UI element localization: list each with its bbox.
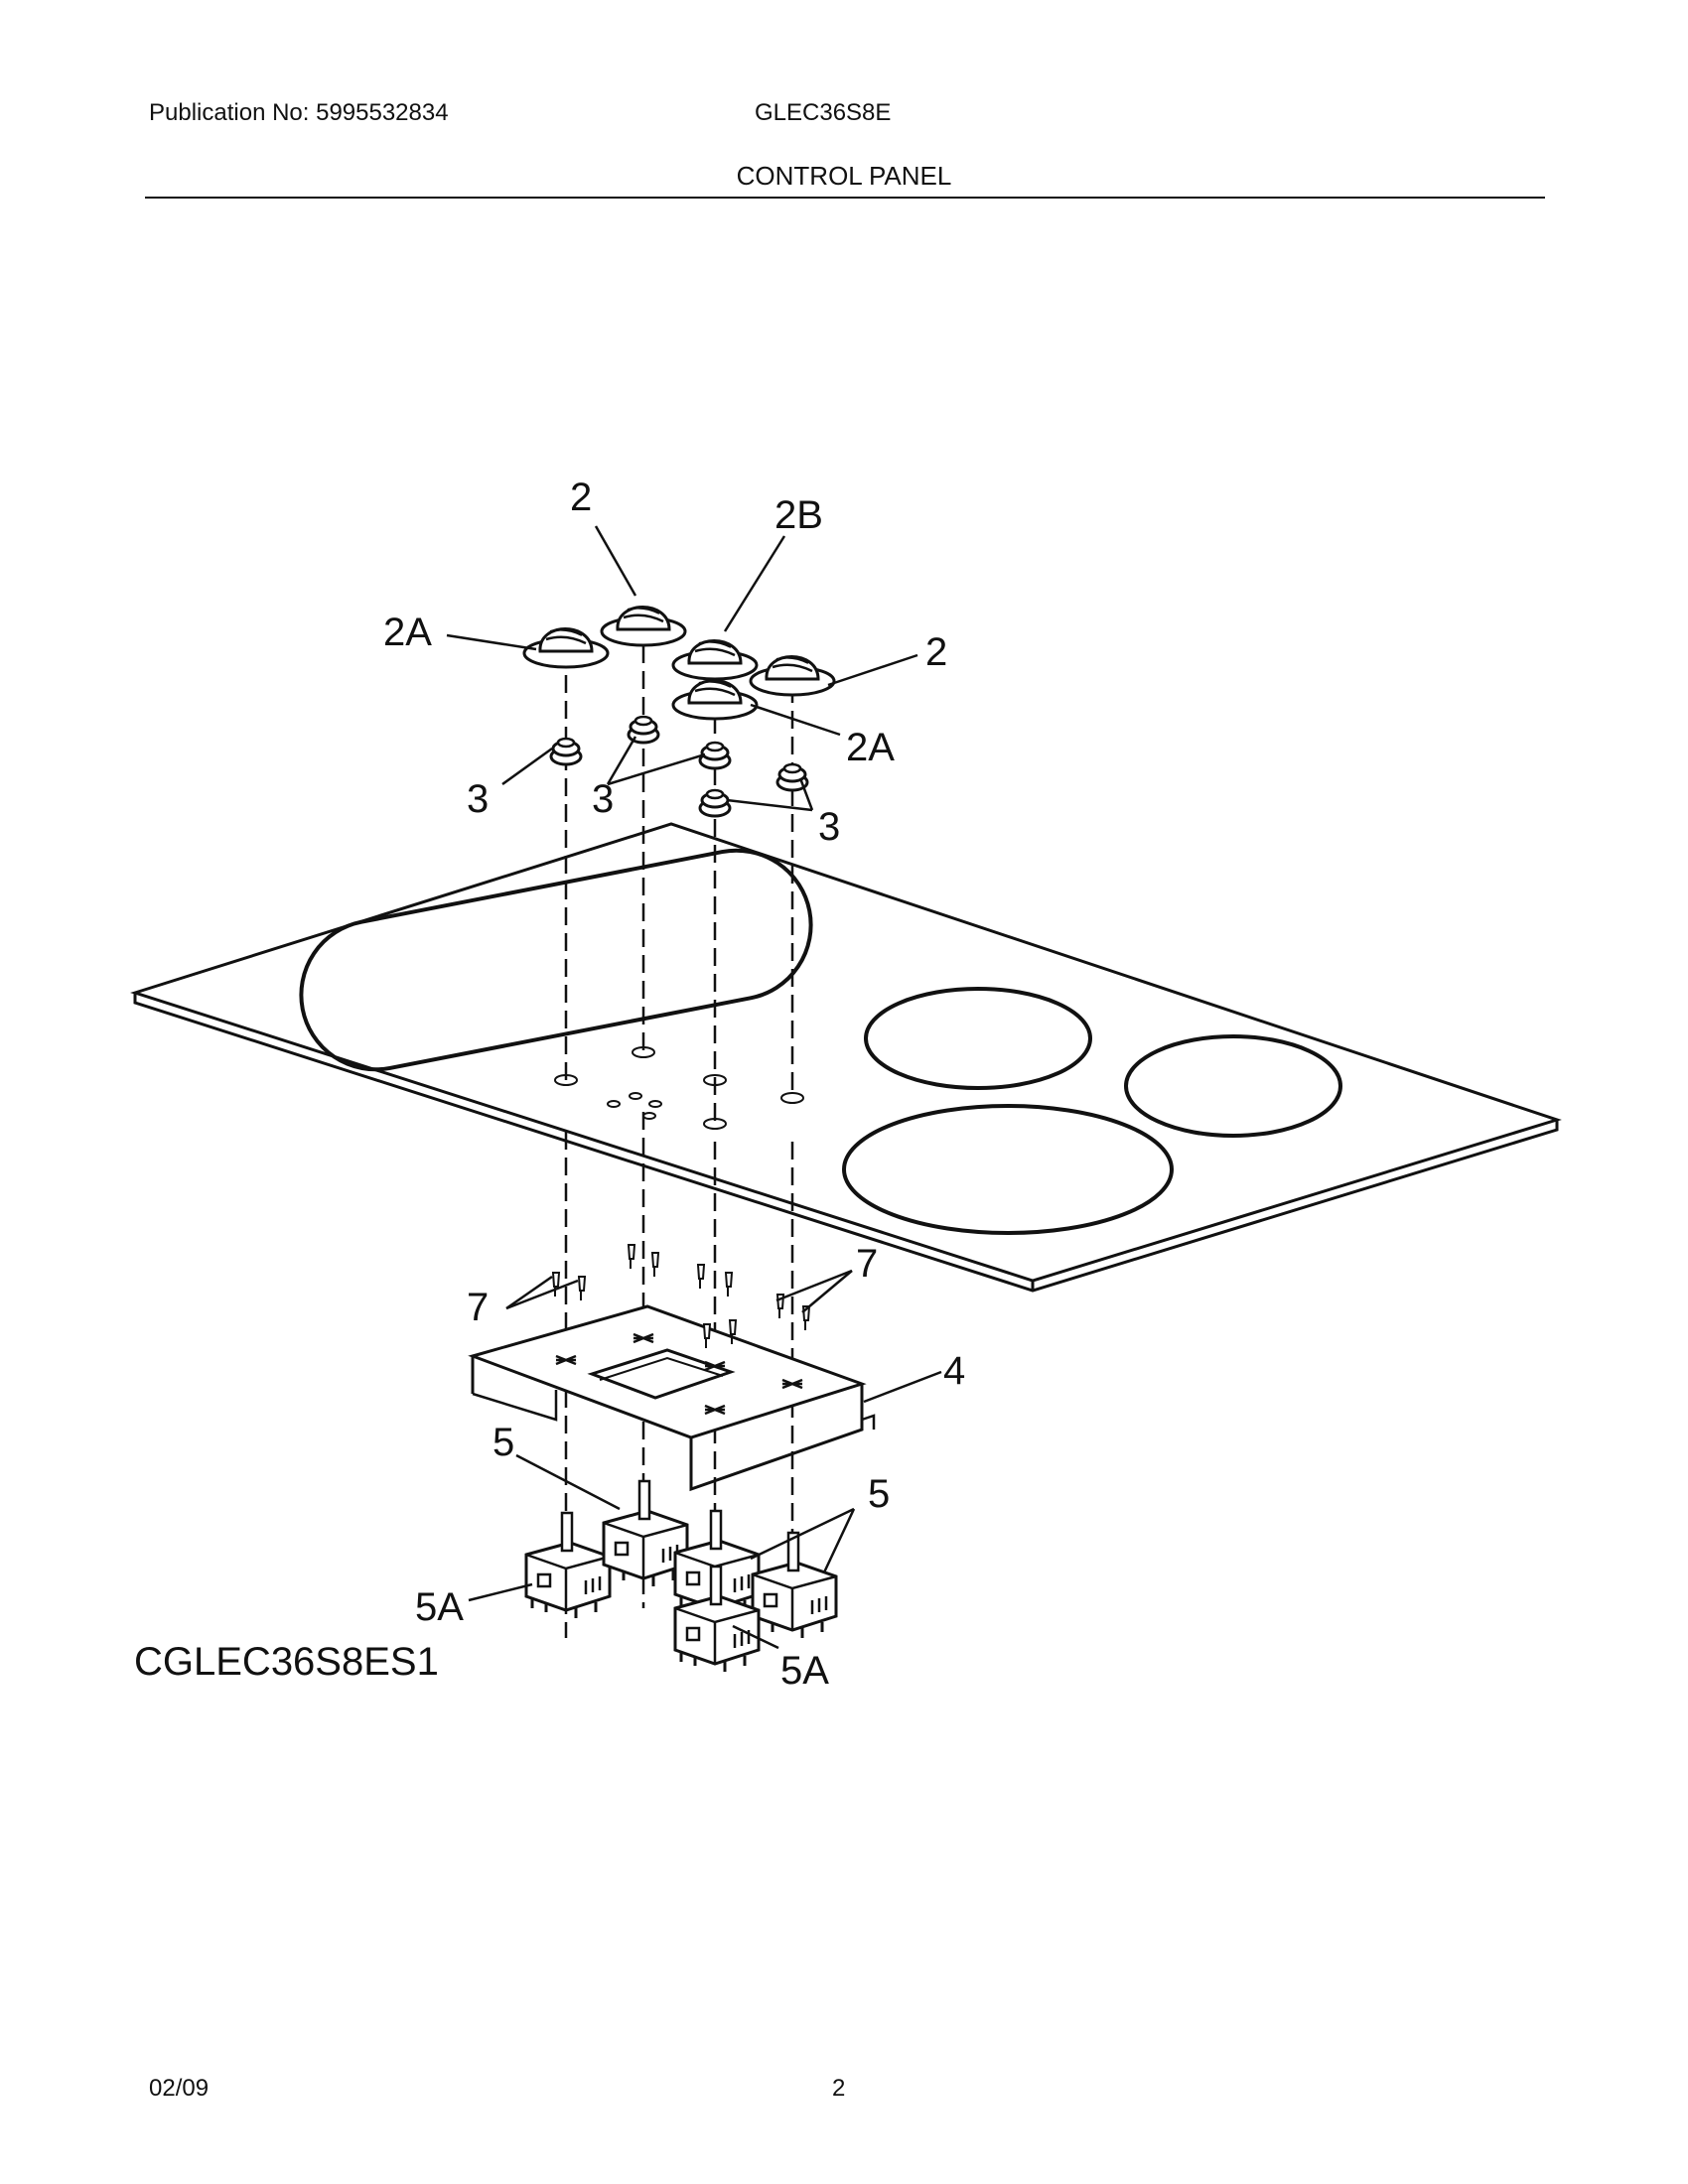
bridge-element-ring — [299, 848, 813, 1072]
switch-5-right — [751, 1531, 838, 1640]
callout-4: 4 — [943, 1349, 965, 1393]
switch-bracket — [468, 1304, 876, 1492]
callout-7: 7 — [467, 1286, 489, 1329]
callout-2: 2 — [570, 476, 592, 519]
callout-2b: 2B — [774, 493, 823, 537]
figure-code: CGLEC36S8ES1 — [134, 1640, 439, 1684]
cooktop-glass — [130, 822, 1562, 1293]
callout-3: 3 — [592, 777, 614, 821]
large-element-ring — [842, 1104, 1174, 1235]
model-number: GLEC36S8E — [755, 99, 892, 126]
header-rule — [145, 197, 1545, 199]
seal-front — [698, 788, 732, 818]
callout-5: 5 — [868, 1472, 890, 1516]
knob-2b — [671, 639, 759, 681]
callout-5: 5 — [492, 1421, 514, 1464]
page-number: 2 — [832, 2075, 846, 2102]
callout-3: 3 — [467, 777, 489, 821]
leader-lines — [446, 525, 942, 1650]
rear-right-element-ring — [1124, 1034, 1342, 1138]
publication-number: Publication No: 5995532834 — [149, 99, 449, 126]
callout-3: 3 — [818, 805, 840, 849]
knob-2-left — [600, 606, 687, 647]
seal-left — [549, 737, 583, 766]
knob-2a-right — [671, 679, 759, 721]
callout-2: 2 — [925, 630, 947, 674]
publication-date: 02/09 — [149, 2075, 210, 2102]
knob-2a-left — [522, 627, 610, 669]
callout-2a: 2A — [383, 611, 432, 654]
small-element-ring — [864, 987, 1092, 1090]
callout-2a: 2A — [846, 726, 895, 769]
switch-5a-left — [524, 1511, 612, 1620]
callout-5a: 5A — [780, 1649, 829, 1693]
section-title: CONTROL PANEL — [736, 161, 952, 191]
callout-5a: 5A — [415, 1585, 464, 1629]
callout-7: 7 — [856, 1242, 878, 1286]
knob-2-right — [749, 655, 836, 697]
